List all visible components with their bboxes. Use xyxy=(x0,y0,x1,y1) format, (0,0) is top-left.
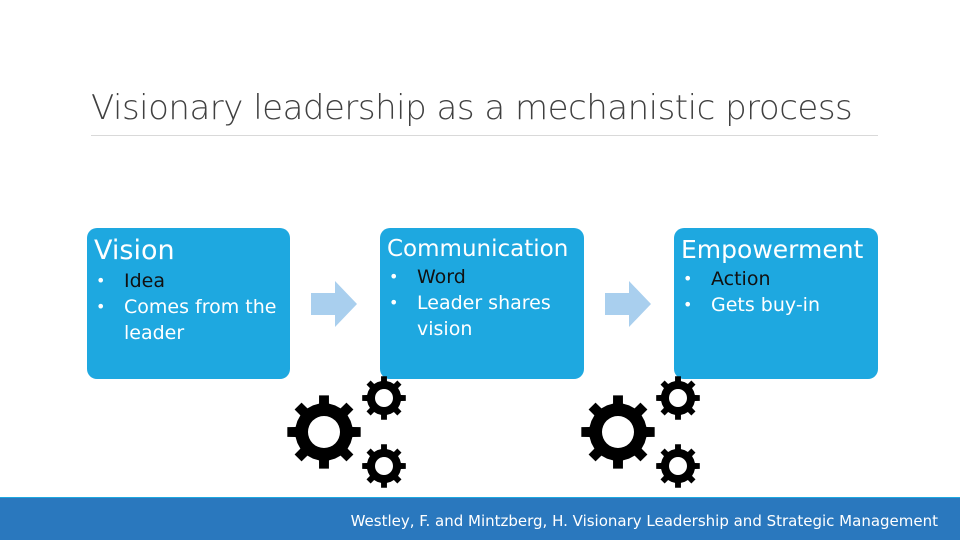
bullet-text: Comes from the leader xyxy=(124,296,277,344)
gear-large xyxy=(287,395,361,469)
gear-shape xyxy=(287,395,361,469)
bullet-text: Gets buy-in xyxy=(711,294,820,316)
bullet-glyph: • xyxy=(96,297,106,316)
bullet-list: • Action • Gets buy-in xyxy=(681,266,870,318)
bullet-glyph: • xyxy=(683,269,693,288)
footer-bar xyxy=(0,498,960,540)
chevron-arrow-icon xyxy=(605,281,651,327)
gear-shape xyxy=(656,444,700,488)
bullet-item: • Idea xyxy=(94,268,282,294)
box-title: Communication xyxy=(387,236,569,262)
gear-small-bottom xyxy=(656,444,700,488)
gear-small-top xyxy=(656,376,700,420)
process-box-communication: Communication • Word • Leader shares visio… xyxy=(380,228,584,379)
bullet-glyph: • xyxy=(389,293,399,312)
box-title: Vision xyxy=(94,235,175,266)
gear-small-bottom xyxy=(362,444,406,488)
bullet-glyph: • xyxy=(96,271,106,290)
gear-shape xyxy=(362,444,406,488)
bullet-text: Idea xyxy=(124,270,165,292)
bullet-text: Word xyxy=(417,266,466,288)
gear-shape xyxy=(656,376,700,420)
bullet-item: • Comes from the leader xyxy=(94,294,282,346)
gear-shape xyxy=(581,395,655,469)
gears-icon xyxy=(581,376,700,488)
slide-title: Visionary leadership as a mechanistic pr… xyxy=(91,88,853,128)
bullet-glyph: • xyxy=(389,267,399,286)
bullet-glyph: • xyxy=(683,295,693,314)
title-divider xyxy=(91,135,878,136)
bullet-item: • Action xyxy=(681,266,870,292)
process-box-empowerment: Empowerment • Action • Gets buy-in xyxy=(674,228,878,379)
bullet-item: • Leader shares vision xyxy=(387,290,576,342)
gear-shape xyxy=(362,376,406,420)
chevron-arrow-icon xyxy=(311,281,357,327)
bullet-list: • Idea • Comes from the leader xyxy=(94,268,282,346)
citation: Westley, F. and Mintzberg, H. Visionary … xyxy=(350,512,938,530)
bullet-list: • Word • Leader shares vision xyxy=(387,264,576,342)
gear-large xyxy=(581,395,655,469)
bullet-text: Action xyxy=(711,268,771,290)
bullet-item: • Word xyxy=(387,264,576,290)
bullet-item: • Gets buy-in xyxy=(681,292,870,318)
gear-small-top xyxy=(362,376,406,420)
bullet-text: Leader shares vision xyxy=(417,292,551,340)
box-title: Empowerment xyxy=(681,235,864,264)
gears-icon xyxy=(287,376,406,488)
process-box-vision: Vision • Idea • Comes from the leader xyxy=(87,228,290,379)
